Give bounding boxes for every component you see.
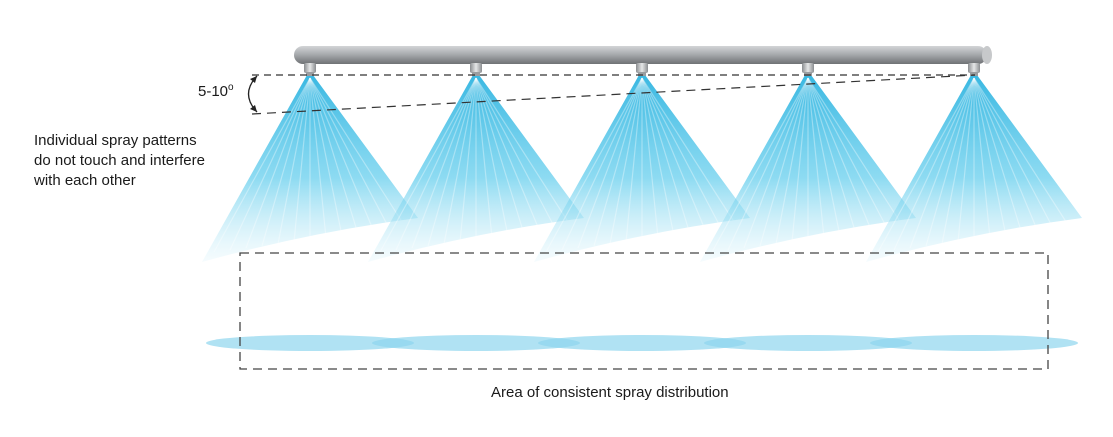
spray-area-box: [239, 252, 1049, 370]
spray-footprints: [206, 335, 1078, 351]
spray-cone: [534, 75, 750, 262]
angle-arrowhead-bottom: [250, 105, 257, 112]
nozzle: [968, 63, 980, 76]
angle-arc-arrow: [247, 75, 258, 113]
spray-footprint: [206, 335, 414, 351]
angle-arrowhead-top: [250, 76, 257, 83]
nozzle: [304, 63, 316, 76]
note-line-2: do not touch and interfere: [34, 152, 205, 169]
spray-cone: [202, 75, 418, 262]
spray-footprint: [538, 335, 746, 351]
nozzles: [304, 63, 980, 76]
spray-cone: [368, 75, 584, 262]
spray-note: Individual spray patterns do not touch a…: [34, 131, 254, 191]
nozzle: [802, 63, 814, 76]
spray-cones: [202, 75, 1082, 262]
nozzle: [636, 63, 648, 76]
tilt-reference-line: [251, 74, 976, 115]
pipe: [294, 46, 992, 64]
area-caption: Area of consistent spray distribution: [491, 384, 729, 401]
spray-footprint: [704, 335, 912, 351]
spray-footprint: [372, 335, 580, 351]
spray-cone: [700, 75, 916, 262]
spray-footprint: [870, 335, 1078, 351]
nozzle: [470, 63, 482, 76]
note-line-1: Individual spray patterns: [34, 132, 197, 149]
angle-label: 5-10o: [198, 82, 234, 100]
note-line-3: with each other: [34, 172, 136, 189]
angle-value: 5-10: [198, 83, 229, 100]
degree-symbol: o: [228, 82, 234, 93]
spray-cone: [866, 75, 1082, 262]
